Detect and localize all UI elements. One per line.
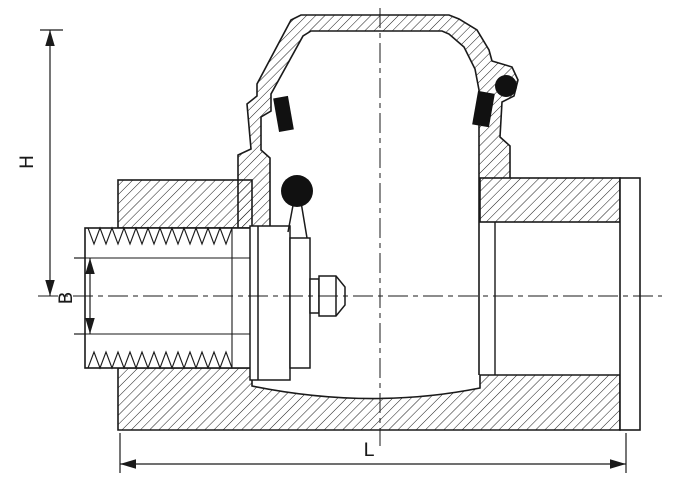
- body-bottom: [117, 367, 621, 431]
- seal-right: [472, 90, 495, 128]
- hatched-sections: [117, 14, 641, 431]
- hinge-arm-back: [300, 201, 308, 239]
- left-port-thread-body: [84, 227, 253, 369]
- thread-profile-top: [87, 226, 233, 246]
- left-port-flange-upper: [117, 179, 253, 229]
- valve-disc-plate: [249, 225, 291, 381]
- seal-left: [273, 95, 294, 132]
- dim-l-label: L: [363, 439, 374, 461]
- pins-and-seals: [273, 75, 517, 207]
- bonnet-cap-wall: [238, 15, 518, 228]
- thread-profile-bottom: [87, 350, 233, 370]
- right-end-face: [619, 177, 641, 431]
- cap-seal-ball: [495, 75, 517, 97]
- disc-holder-plate: [289, 237, 311, 369]
- centerlines: [38, 8, 662, 446]
- dimension-labels: H B L: [16, 155, 374, 461]
- hinge-pin: [281, 175, 313, 207]
- dimensions: [40, 29, 627, 473]
- dim-h-label: H: [16, 155, 38, 169]
- dim-b-label: B: [55, 291, 77, 304]
- right-port-upper: [479, 177, 621, 223]
- thread-and-bore: [85, 226, 250, 370]
- bonnet-cap-outline-outer: [237, 14, 519, 228]
- bonnet-cap-outline-inner: [260, 30, 480, 375]
